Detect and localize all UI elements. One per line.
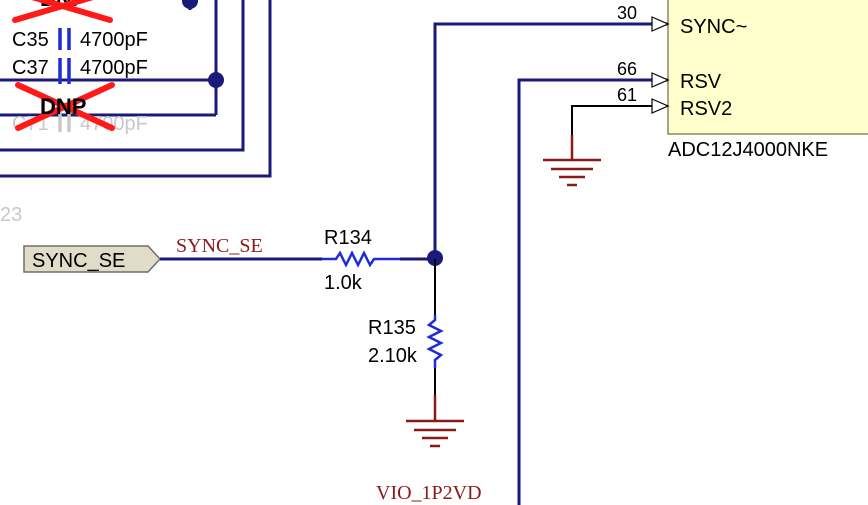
vio-rsv-wire [517,78,668,505]
pin-number-61: 61 [617,85,637,105]
capacitor-bus-wires [0,0,272,178]
net-label-sync-se: SYNC_SE [176,235,263,257]
ic-part-number: ADC12J4000NKE [668,139,828,161]
capacitor-c35-symbol [58,28,71,50]
c35-value: 4700pF [80,29,148,51]
ground-symbol-rsv2 [543,135,601,187]
sync-net-wire [433,22,668,259]
c37-value: 4700pF [80,57,148,79]
pin-number-66: 66 [617,59,637,79]
ic-body[interactable] [667,0,868,135]
pin-number-30: 30 [617,3,637,23]
pin-name-rsv: RSV [680,71,722,93]
pin-arrow-sync [651,16,670,32]
r135-ref: R135 [368,317,416,339]
junction-dot-sync [427,250,443,266]
dnp-mark-bottom: DNP [15,82,115,131]
r135-value: 2.10k [368,345,418,367]
net-label-vio: VIO_1P2VD [376,482,482,504]
pin-name-sync: SYNC~ [680,16,747,38]
c35-ref: C35 [12,29,49,51]
pin-arrow-rsv2 [651,98,670,114]
port-sync-se-label: SYNC_SE [32,250,125,272]
r134-value: 1.0k [324,272,363,294]
dnp-label-bottom: DNP [40,94,86,119]
r134-symbol [322,250,400,268]
junction-dot-top [182,0,198,9]
rsv2-wire [571,105,668,160]
ground-symbol-r135 [406,395,464,448]
r135-symbol [426,315,444,368]
c37-ref: C37 [12,57,49,79]
pin-arrow-rsv [651,72,670,88]
port-sync-se[interactable] [23,245,162,273]
junction-dot-c37 [208,72,224,88]
faded-page-number: 23 [0,204,22,226]
capacitor-c37-symbol [58,58,71,84]
dnp-mark-top: DNP [12,0,113,23]
pin-name-rsv2: RSV2 [680,98,732,120]
r134-ref: R134 [324,227,372,249]
